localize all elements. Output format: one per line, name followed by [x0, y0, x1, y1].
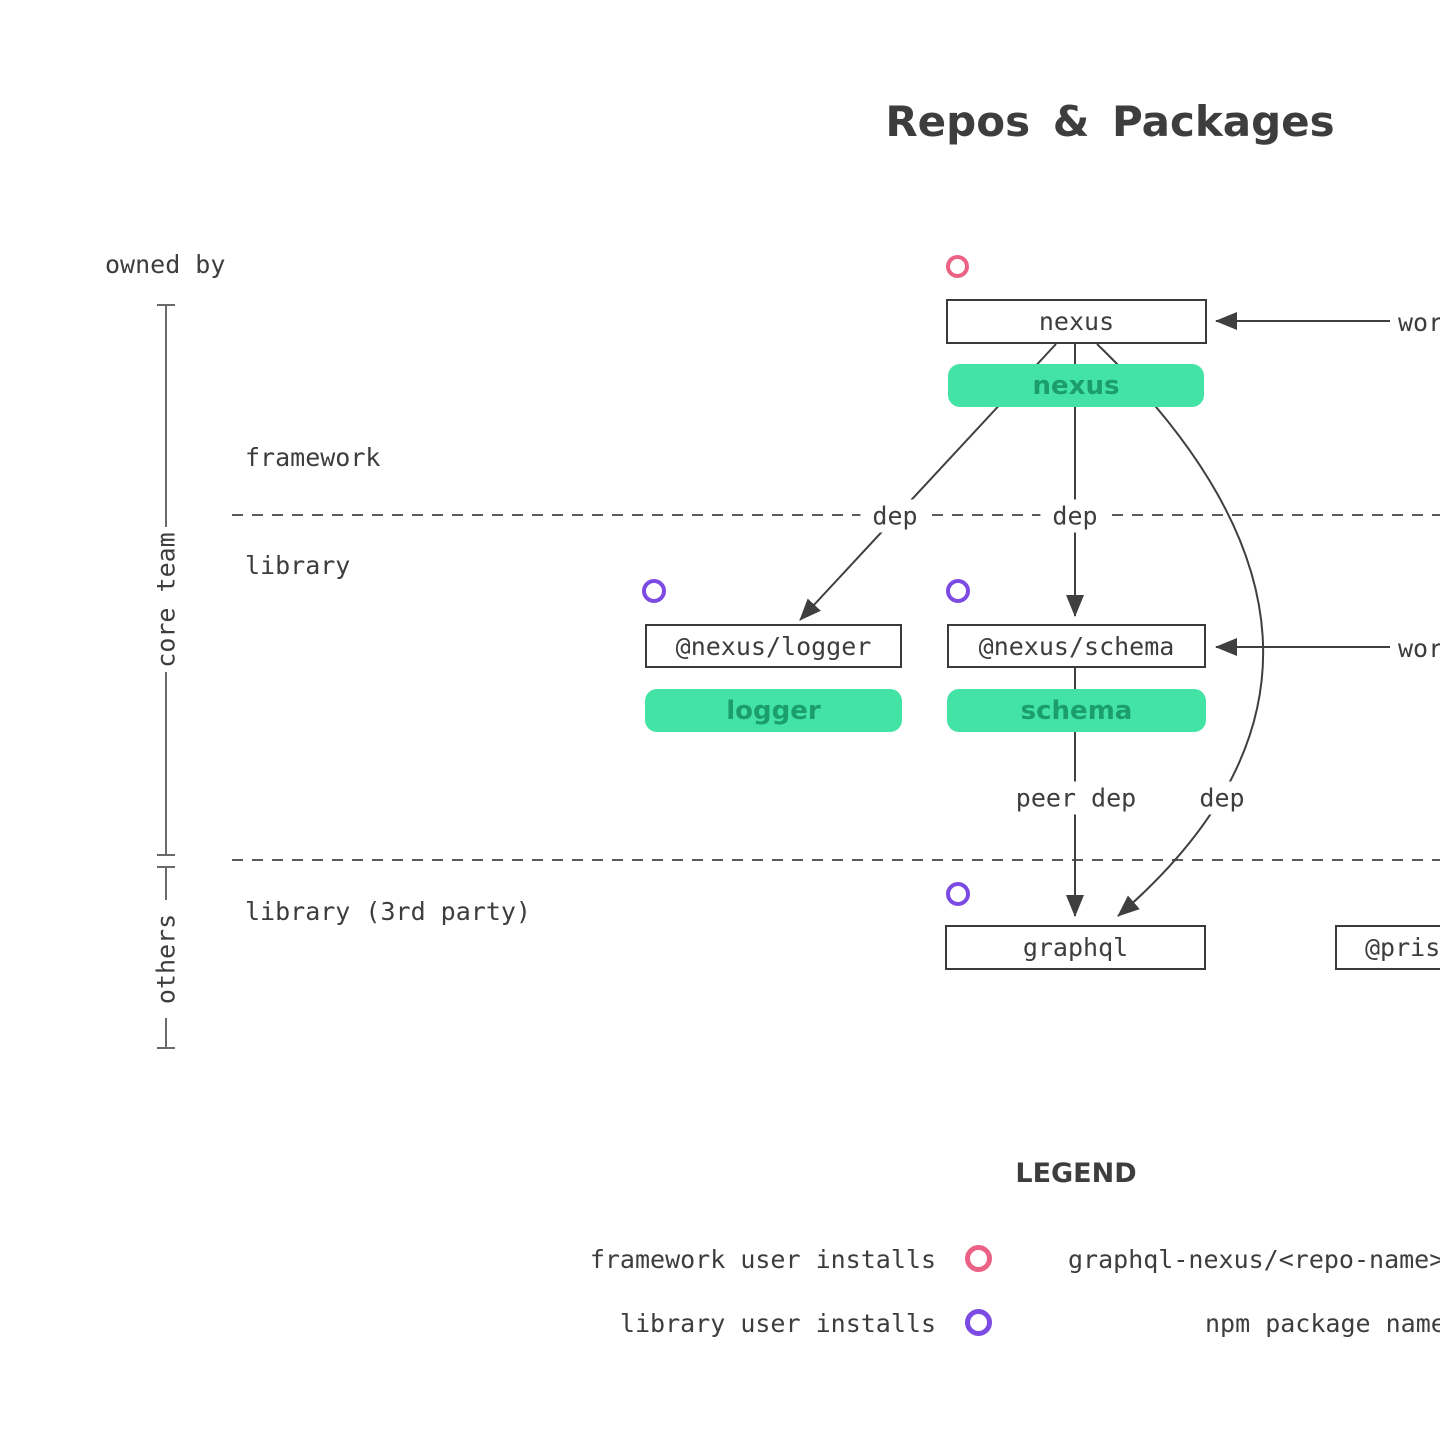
legend-label-library-user-installs: library user installs: [619, 1309, 936, 1338]
repo-label-prisma: @prisma: [1365, 933, 1440, 962]
legend-library-install-ring: [965, 1309, 992, 1336]
repo-box-nexus-logger: @nexus/logger: [645, 624, 902, 668]
repo-box-prisma: @prisma: [1335, 925, 1440, 970]
package-badge-nexus: nexus: [948, 364, 1204, 407]
edge-label-dep-schema: dep: [1040, 499, 1110, 533]
group-label-others: others: [151, 913, 181, 1005]
edge-nexus-to-graphql: [1096, 343, 1265, 917]
package-badge-schema: schema: [947, 689, 1206, 732]
row-label-framework: framework: [245, 443, 381, 472]
repo-box-nexus: nexus: [946, 299, 1207, 344]
others-bracket: [157, 866, 175, 1049]
library-install-ring-logger: [642, 579, 666, 603]
works-on-label-top: wor: [1398, 308, 1440, 337]
repo-label-nexus-logger: @nexus/logger: [675, 631, 872, 661]
row-label-library-3rd-party: library (3rd party): [245, 897, 531, 926]
package-badge-logger: logger: [645, 689, 902, 732]
core-team-bracket: [157, 304, 175, 856]
repo-label-nexus-schema: @nexus/schema: [978, 631, 1175, 661]
legend-label-repo-name: graphql-nexus/<repo-name>: [1068, 1245, 1440, 1274]
repo-box-graphql: graphql: [945, 925, 1206, 970]
library-install-ring-schema: [946, 579, 970, 603]
edge-label-dep-graphql: dep: [1187, 781, 1257, 815]
repo-box-nexus-schema: @nexus/schema: [947, 624, 1206, 668]
package-label-nexus: nexus: [1032, 370, 1120, 401]
works-on-label-middle: wor: [1398, 634, 1440, 663]
framework-install-ring-nexus: [946, 255, 969, 278]
package-label-logger: logger: [726, 695, 821, 726]
page-title: Repos & Packages: [885, 97, 1335, 146]
edge-label-peer-dep: peer dep: [1003, 781, 1149, 815]
group-label-core-team: core team: [151, 532, 181, 668]
repo-label-nexus: nexus: [1038, 307, 1115, 336]
row-label-library: library: [245, 551, 351, 580]
repo-label-graphql: graphql: [1022, 933, 1129, 962]
package-label-schema: schema: [1020, 695, 1133, 726]
legend-framework-install-ring: [965, 1245, 992, 1272]
library-install-ring-graphql: [946, 882, 970, 906]
owned-by-label: owned by: [105, 250, 226, 279]
legend-heading: LEGEND: [1015, 1158, 1137, 1189]
edge-label-dep-logger: dep: [860, 499, 930, 533]
legend-label-framework-user-installs: framework user installs: [589, 1245, 936, 1274]
legend-label-npm-package-name: npm package name: [1205, 1309, 1440, 1338]
